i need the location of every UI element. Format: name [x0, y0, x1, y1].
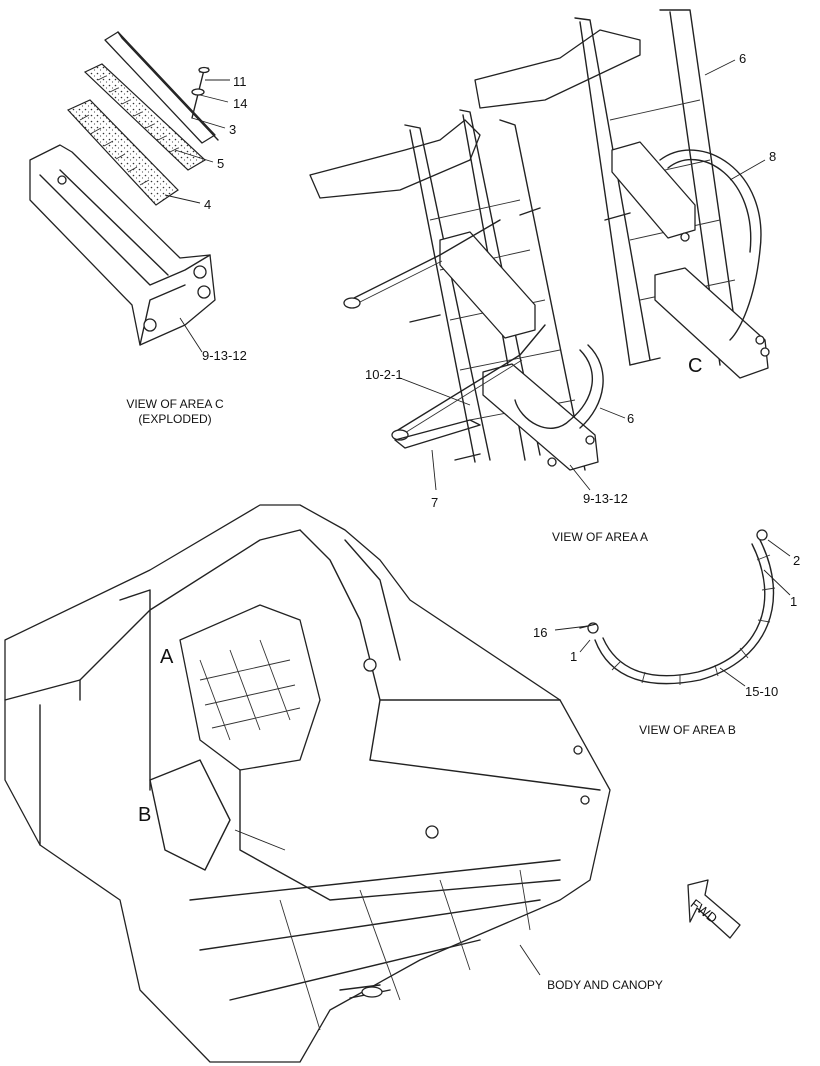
upper-clamp: [83, 63, 206, 171]
callout-15-10: 15-10: [745, 684, 779, 699]
callout-1-bottom: 1: [570, 649, 578, 664]
callout-11: 11: [233, 74, 247, 89]
area-letter-b: B: [138, 804, 152, 826]
callout-10-2-1: 10-2-1: [365, 367, 403, 382]
area-letter-a: A: [160, 646, 174, 668]
callout-2: 2: [793, 553, 801, 568]
exploded-view-area-c: [29, 31, 230, 353]
hose-6: [514, 349, 594, 429]
callout-9-13-12-area-a: 9-13-12: [583, 491, 628, 506]
callout-3: 3: [229, 122, 237, 137]
callout-6-hose: 6: [627, 411, 635, 426]
callout-6-top: 6: [739, 51, 747, 66]
callout-1-top: 1: [790, 594, 798, 609]
callout-5: 5: [217, 156, 225, 171]
rod-7: [394, 419, 481, 449]
callout-4: 4: [204, 197, 212, 212]
lower-clamp: [66, 99, 179, 206]
opening-area-a: [179, 604, 321, 771]
clamp-bracket-1: [439, 231, 536, 339]
cable-10-2-1: [397, 324, 546, 431]
clamp-bracket-3: [654, 267, 769, 379]
mounting-bracket: [29, 144, 216, 346]
caption-view-area-b: VIEW OF AREA B: [639, 723, 736, 737]
cable-upper: [349, 219, 501, 301]
body-shell: [4, 504, 611, 1063]
area-letter-c: C: [688, 355, 703, 377]
clamp-bracket-4: [482, 363, 599, 471]
fwd-arrow: [687, 879, 741, 939]
caption-body-and-canopy: BODY AND CANOPY: [547, 978, 663, 992]
retainer-strip: [104, 31, 216, 144]
callout-9-13-12-area-c: 9-13-12: [202, 348, 247, 363]
callout-14: 14: [233, 96, 248, 111]
callout-7: 7: [431, 495, 439, 510]
view-area-b: [554, 529, 791, 687]
hose-8: [659, 149, 762, 341]
top-beam-right: [474, 29, 641, 109]
top-beam-left: [309, 119, 481, 199]
ground-strap: [594, 539, 775, 685]
clamp-bracket-2: [611, 141, 696, 239]
callout-16: 16: [533, 625, 548, 640]
callout-8: 8: [769, 149, 777, 164]
body-and-canopy: [4, 504, 611, 1063]
view-area-a: [309, 9, 770, 491]
caption-view-area-c: VIEW OF AREA C (EXPLODED): [126, 397, 224, 426]
caption-view-area-a: VIEW OF AREA A: [551, 530, 649, 544]
bolt: [191, 66, 210, 119]
